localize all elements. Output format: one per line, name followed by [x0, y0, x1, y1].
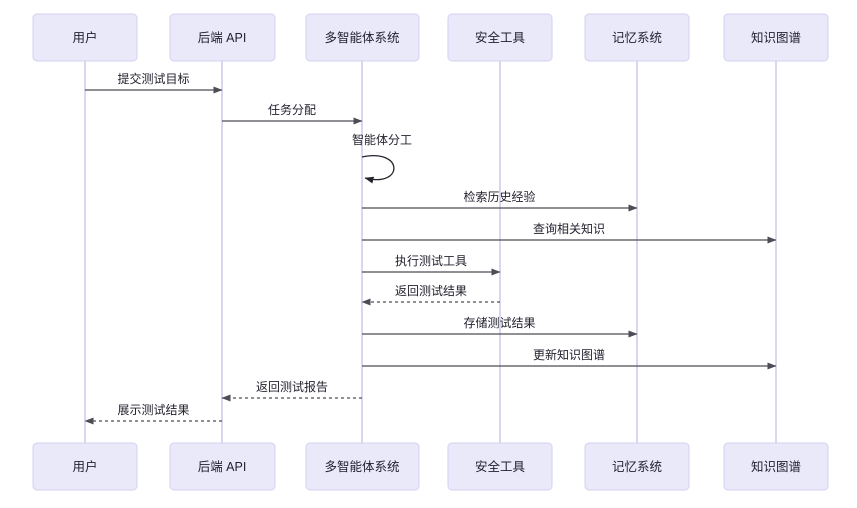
message-m8[interactable]: 存储测试结果 [362, 315, 638, 338]
message-label-m9: 更新知识图谱 [533, 347, 605, 362]
participant-memory-top[interactable]: 记忆系统 [584, 13, 690, 62]
message-label-m2: 任务分配 [268, 102, 316, 117]
participant-sectools-bottom[interactable]: 安全工具 [447, 442, 553, 491]
participant-boxes-bottom: 用户 后端 API 多智能体系统 安全工具 记忆系统 知识图谱 [32, 442, 829, 491]
message-m6[interactable]: 执行测试工具 [362, 253, 501, 276]
message-m11[interactable]: 展示测试结果 [84, 402, 222, 425]
participant-memory-bottom[interactable]: 记忆系统 [584, 442, 690, 491]
participant-label-memory-bottom: 记忆系统 [612, 459, 662, 474]
participant-box-user-top[interactable] [32, 13, 138, 62]
self-loop-arrow-m3 [361, 155, 395, 184]
participant-sectools-top[interactable]: 安全工具 [447, 13, 553, 62]
message-label-m10: 返回测试报告 [256, 379, 328, 394]
participant-box-kg-top[interactable] [723, 13, 829, 62]
messages-layer: 提交测试目标任务分配智能体分工检索历史经验查询相关知识执行测试工具返回测试结果存… [84, 71, 777, 425]
message-m3[interactable]: 智能体分工 [352, 132, 412, 184]
participant-box-backend-top[interactable] [169, 13, 276, 62]
participant-label-agents-top: 多智能体系统 [324, 30, 399, 45]
participant-kg-bottom[interactable]: 知识图谱 [723, 442, 829, 491]
message-m4[interactable]: 检索历史经验 [362, 189, 638, 212]
lifelines-layer [84, 61, 777, 443]
participant-label-kg-bottom: 知识图谱 [751, 460, 801, 474]
participant-label-sectools-bottom: 安全工具 [475, 459, 526, 474]
participant-label-sectools-top: 安全工具 [475, 30, 526, 45]
participant-box-agents-bottom[interactable] [305, 442, 420, 491]
participant-label-backend-bottom: 后端 API [198, 460, 247, 474]
message-m5[interactable]: 查询相关知识 [362, 222, 777, 244]
participant-backend-bottom[interactable]: 后端 API [169, 442, 276, 491]
participant-box-memory-top[interactable] [584, 13, 690, 62]
participant-label-agents-bottom: 多智能体系统 [324, 459, 399, 474]
participant-box-kg-bottom[interactable] [723, 442, 829, 491]
participant-box-user-bottom[interactable] [32, 442, 138, 491]
message-label-m5: 查询相关知识 [533, 222, 605, 236]
message-m2[interactable]: 任务分配 [222, 102, 363, 125]
message-label-m11: 展示测试结果 [117, 402, 189, 417]
message-label-m6: 执行测试工具 [395, 253, 467, 268]
participant-box-agents-top[interactable] [305, 13, 420, 62]
participant-label-user-bottom: 用户 [72, 459, 97, 474]
participant-kg-top[interactable]: 知识图谱 [723, 13, 829, 62]
message-label-m1: 提交测试目标 [117, 71, 189, 86]
participant-box-sectools-bottom[interactable] [447, 442, 553, 491]
participant-agents-bottom[interactable]: 多智能体系统 [305, 442, 420, 491]
message-label-m3: 智能体分工 [352, 132, 412, 147]
message-m7[interactable]: 返回测试结果 [361, 283, 500, 306]
participant-label-user-top: 用户 [72, 30, 97, 45]
participant-agents-top[interactable]: 多智能体系统 [305, 13, 420, 62]
participant-user-bottom[interactable]: 用户 [32, 442, 138, 491]
participant-boxes-top: 用户 后端 API 多智能体系统 安全工具 记忆系统 知识图谱 [32, 13, 829, 62]
message-label-m4: 检索历史经验 [463, 189, 535, 204]
participant-box-memory-bottom[interactable] [584, 442, 690, 491]
participant-box-sectools-top[interactable] [447, 13, 553, 62]
participant-backend-top[interactable]: 后端 API [169, 13, 276, 62]
message-m9[interactable]: 更新知识图谱 [362, 347, 777, 370]
message-label-m8: 存储测试结果 [463, 315, 535, 330]
message-m1[interactable]: 提交测试目标 [85, 71, 223, 94]
participant-label-backend-top: 后端 API [198, 31, 247, 45]
participant-box-backend-bottom[interactable] [169, 442, 276, 491]
participant-label-memory-top: 记忆系统 [612, 30, 662, 45]
participant-label-kg-top: 知识图谱 [751, 31, 801, 45]
message-label-m7: 返回测试结果 [395, 283, 467, 298]
participant-user-top[interactable]: 用户 [32, 13, 138, 62]
message-m10[interactable]: 返回测试报告 [221, 379, 362, 402]
